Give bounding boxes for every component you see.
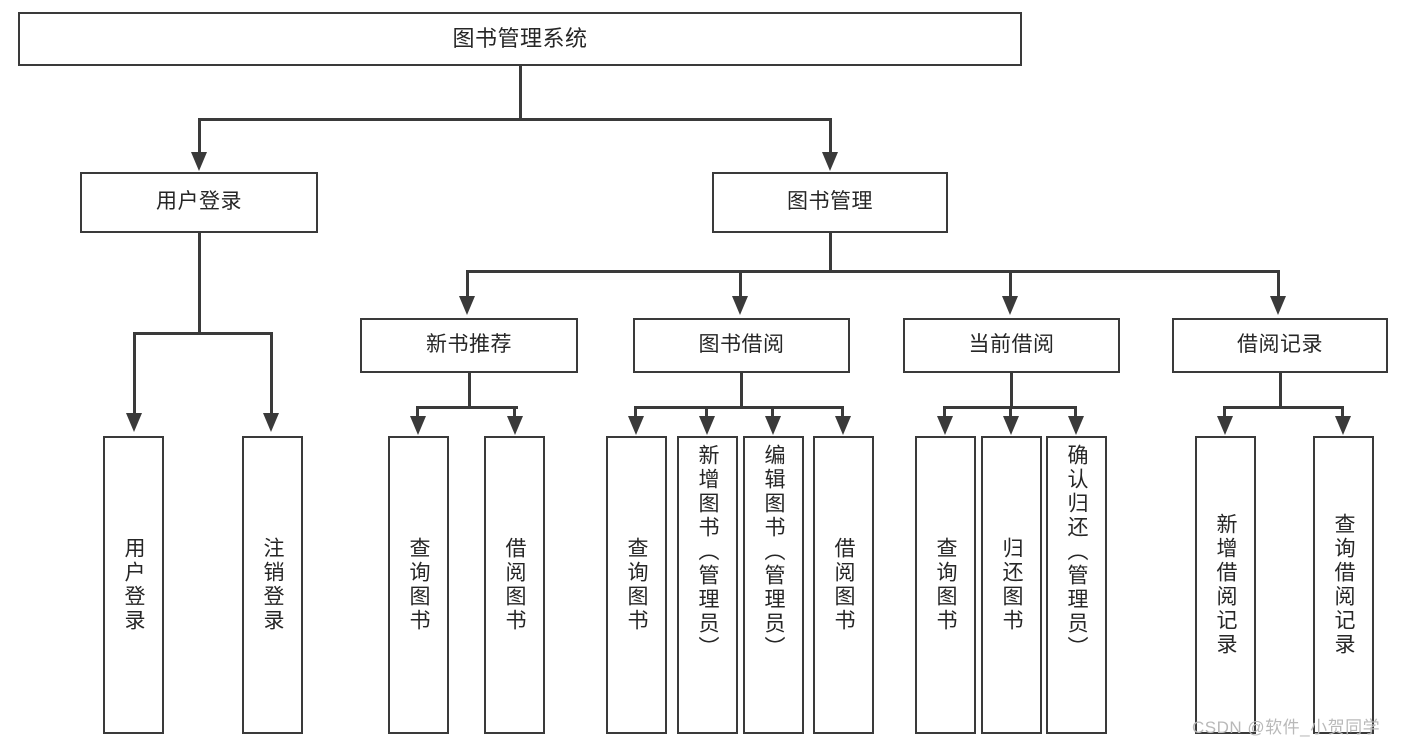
node-label: 新书推荐	[426, 333, 512, 357]
connector-records-branch-2	[1341, 406, 1344, 418]
leaf-logout[interactable]: 注销登录	[242, 436, 303, 734]
node-label: 借阅图书	[503, 537, 526, 633]
connector-records-stem	[1279, 373, 1282, 409]
node-label: 查询图书	[407, 537, 430, 633]
leaf-query-book-borrow[interactable]: 查询图书	[606, 436, 667, 734]
node-label: 借阅记录	[1237, 333, 1323, 357]
arrow-to-leaf-query-book-recommend	[410, 416, 426, 435]
node-label: 新增借阅记录	[1214, 513, 1237, 657]
connector-borrow-stem	[740, 373, 743, 409]
connector-records-bus	[1223, 406, 1344, 409]
connector-bm-branch-4	[1277, 270, 1280, 298]
node-label: 编辑图书（管理员）	[762, 444, 785, 660]
connector-user-login-branch-2	[270, 332, 273, 415]
connector-root-stem	[519, 66, 522, 120]
connector-book-management-bus	[466, 270, 1277, 273]
leaf-borrow-book[interactable]: 借阅图书	[813, 436, 874, 734]
arrow-to-current-borrow	[1002, 296, 1018, 315]
leaf-return-book[interactable]: 归还图书	[981, 436, 1042, 734]
connector-recommend-bus	[416, 406, 518, 409]
leaf-query-book-current[interactable]: 查询图书	[915, 436, 976, 734]
connector-current-branch-3	[1074, 406, 1077, 418]
leaf-add-borrow-record[interactable]: 新增借阅记录	[1195, 436, 1256, 734]
arrow-to-leaf-query-borrow-record	[1335, 416, 1351, 435]
arrow-to-book-management	[822, 152, 838, 171]
connector-borrow-branch-3	[771, 406, 774, 418]
node-label: 查询图书	[934, 537, 957, 633]
node-label: 查询借阅记录	[1332, 513, 1355, 657]
node-label: 确认归还（管理员）	[1065, 444, 1088, 660]
leaf-borrow-book-recommend[interactable]: 借阅图书	[484, 436, 545, 734]
arrow-to-leaf-user-login	[126, 413, 142, 432]
arrow-to-leaf-query-book-borrow	[628, 416, 644, 435]
node-book-management[interactable]: 图书管理	[712, 172, 948, 233]
node-new-book-recommend[interactable]: 新书推荐	[360, 318, 578, 373]
node-label: 新增图书（管理员）	[696, 444, 719, 660]
leaf-add-book-admin[interactable]: 新增图书（管理员）	[677, 436, 738, 734]
node-root-system[interactable]: 图书管理系统	[18, 12, 1022, 66]
connector-user-login-stem	[198, 233, 201, 334]
leaf-query-borrow-record[interactable]: 查询借阅记录	[1313, 436, 1374, 734]
connector-current-branch-2	[1009, 406, 1012, 418]
connector-user-login-bus	[133, 332, 272, 335]
arrow-to-book-borrow	[732, 296, 748, 315]
connector-recommend-branch-2	[513, 406, 516, 418]
connector-borrow-bus	[634, 406, 843, 409]
node-current-borrow[interactable]: 当前借阅	[903, 318, 1120, 373]
connector-borrow-branch-1	[634, 406, 637, 418]
node-label: 当前借阅	[968, 333, 1055, 357]
node-label: 用户登录	[156, 190, 242, 214]
leaf-edit-book-admin[interactable]: 编辑图书（管理员）	[743, 436, 804, 734]
leaf-confirm-return-admin[interactable]: 确认归还（管理员）	[1046, 436, 1107, 734]
arrow-to-leaf-edit-book-admin	[765, 416, 781, 435]
connector-bm-branch-3	[1009, 270, 1012, 298]
node-label: 图书管理	[787, 190, 873, 214]
arrow-to-leaf-borrow-book	[835, 416, 851, 435]
node-label: 图书管理系统	[452, 26, 588, 52]
leaf-user-login[interactable]: 用户登录	[103, 436, 164, 734]
node-book-borrow[interactable]: 图书借阅	[633, 318, 850, 373]
csdn-watermark: CSDN @软件_小贺同学	[1192, 718, 1381, 737]
connector-recommend-branch-1	[416, 406, 419, 418]
arrow-to-leaf-return-book	[1003, 416, 1019, 435]
connector-root-bus	[198, 118, 832, 121]
node-label: 查询图书	[625, 537, 648, 633]
node-label: 归还图书	[1000, 537, 1023, 633]
connector-bm-branch-1	[466, 270, 469, 298]
node-label: 借阅图书	[832, 537, 855, 633]
node-borrow-records[interactable]: 借阅记录	[1172, 318, 1388, 373]
arrow-to-new-book-recommend	[459, 296, 475, 315]
connector-borrow-branch-2	[705, 406, 708, 418]
node-label: 用户登录	[122, 537, 145, 633]
node-user-login[interactable]: 用户登录	[80, 172, 318, 233]
arrow-to-leaf-query-book-current	[937, 416, 953, 435]
arrow-to-leaf-logout	[263, 413, 279, 432]
connector-root-to-user-login	[198, 118, 201, 154]
arrow-to-leaf-add-borrow-record	[1217, 416, 1233, 435]
connector-recommend-stem	[468, 373, 471, 409]
connector-borrow-branch-4	[841, 406, 844, 418]
leaf-query-book-recommend[interactable]: 查询图书	[388, 436, 449, 734]
arrow-to-leaf-add-book-admin	[699, 416, 715, 435]
arrow-to-leaf-confirm-return-admin	[1068, 416, 1084, 435]
arrow-to-borrow-records	[1270, 296, 1286, 315]
node-label: 注销登录	[261, 537, 284, 633]
connector-bm-branch-2	[739, 270, 742, 298]
arrow-to-leaf-borrow-book-recommend	[507, 416, 523, 435]
connector-current-stem	[1010, 373, 1013, 409]
connector-records-branch-1	[1223, 406, 1226, 418]
connector-book-management-stem	[829, 233, 832, 272]
connector-root-to-book-management	[829, 118, 832, 154]
connector-user-login-branch-1	[133, 332, 136, 415]
node-label: 图书借阅	[698, 333, 785, 357]
connector-current-branch-1	[943, 406, 946, 418]
arrow-to-user-login	[191, 152, 207, 171]
